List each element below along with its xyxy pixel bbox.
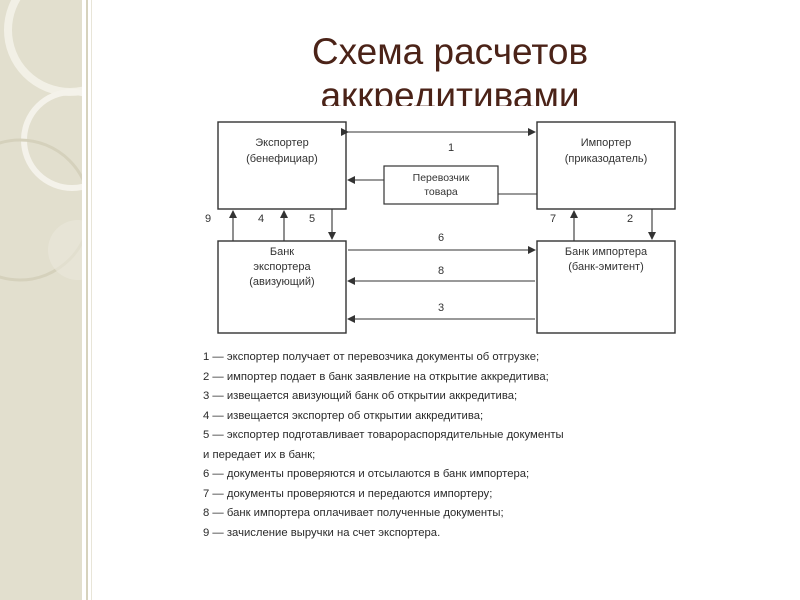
carrier-box	[383, 165, 499, 205]
legend-item: и передает их в банк;	[203, 448, 316, 461]
arrow-label-8: 8	[438, 265, 444, 277]
slide-title: Схема расчетов аккредитивами	[311, 31, 589, 106]
panel-edge-line-thin	[91, 0, 92, 600]
legend-item: 6 — документы проверяются и отсылаются в…	[203, 468, 530, 480]
legend-item: 1 — экспортер получает от перевозчика до…	[203, 351, 540, 363]
arrow-label-2: 2	[627, 213, 633, 225]
legend-item: 2 — импортер подает в банк заявление на …	[203, 370, 549, 383]
arrow-label-4: 4	[258, 213, 264, 225]
importer-bank-box	[536, 240, 676, 334]
importer-label-1: Импортер	[581, 137, 632, 149]
arrow-label-1: 1	[448, 142, 454, 154]
decorative-side-panel	[0, 0, 82, 600]
exporter-label-1: Экспортер	[255, 137, 308, 149]
importer-box	[536, 121, 676, 210]
legend-item: 7 — документы проверяются и передаются и…	[203, 487, 493, 500]
exporter-bank-label-2: экспортера	[253, 261, 311, 273]
legend-item: 9 — зачисление выручки на счет экспортер…	[203, 526, 441, 539]
exporter-bank-label-3: (авизующий)	[249, 276, 314, 288]
lc-flow-diagram: Экспортер (бенефициар) Импортер (приказо…	[205, 121, 676, 334]
arrow-label-5: 5	[309, 213, 315, 225]
carrier-label-2: товара	[424, 186, 458, 198]
exporter-bank-label-1: Банк	[270, 246, 294, 258]
importer-bank-label-1: Банк импортера	[565, 246, 648, 258]
carrier-label-1: Перевозчик	[413, 172, 470, 184]
importer-label-2: (приказодатель)	[565, 153, 648, 165]
exporter-label-2: (бенефициар)	[246, 153, 318, 165]
arrow-label-6: 6	[438, 232, 444, 244]
legend-item: 5 — экспортер подготавливает товарораспо…	[203, 429, 564, 441]
importer-bank-label-2: (банк-эмитент)	[568, 261, 644, 273]
legend-list: 1 — экспортер получает от перевозчика до…	[203, 348, 723, 543]
arrow-label-3: 3	[438, 302, 444, 314]
decorative-circles	[0, 0, 82, 282]
arrow-label-7: 7	[550, 213, 556, 225]
exporter-bank-box	[217, 240, 347, 334]
arrow-label-9: 9	[205, 213, 211, 225]
legend-item: 3 — извещается авизующий банк об открыти…	[203, 390, 518, 402]
legend-item: 4 — извещается экспортер об открытии акк…	[203, 409, 484, 422]
legend-item: 8 — банк импортера оплачивает полученные…	[203, 507, 504, 519]
exporter-box	[217, 121, 347, 210]
panel-edge-line	[86, 0, 88, 600]
